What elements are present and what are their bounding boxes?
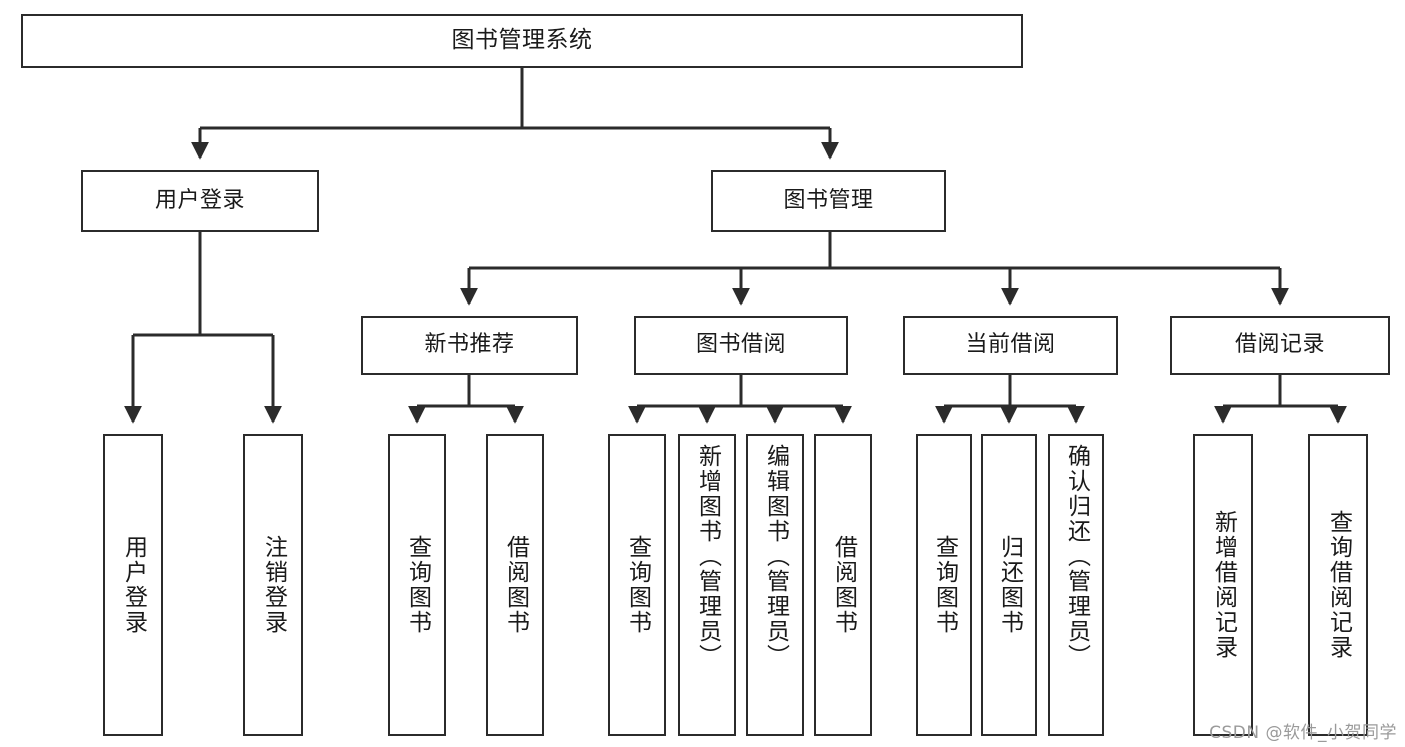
node-leaf-return-book[interactable]: 归还图书 bbox=[981, 434, 1037, 736]
node-current-borrow[interactable]: 当前借阅 bbox=[903, 316, 1118, 375]
node-book-manage-label: 图书管理 bbox=[783, 187, 874, 213]
node-root[interactable]: 图书管理系统 bbox=[21, 14, 1023, 68]
node-leaf-query-record[interactable]: 查询借阅记录 bbox=[1308, 434, 1368, 736]
node-leaf-borrow-book-label: 借阅图书 bbox=[830, 535, 857, 635]
node-borrow-record-label: 借阅记录 bbox=[1234, 332, 1325, 358]
node-leaf-confirm-return[interactable]: 确认归还（管理员） bbox=[1048, 434, 1104, 736]
node-user-login[interactable]: 用户登录 bbox=[81, 170, 319, 232]
node-leaf-add-record-label: 新增借阅记录 bbox=[1210, 510, 1237, 660]
node-leaf-query-book-cur[interactable]: 查询图书 bbox=[916, 434, 972, 736]
node-leaf-user-login-label: 用户登录 bbox=[120, 535, 147, 635]
node-leaf-query-book-rec[interactable]: 查询图书 bbox=[388, 434, 446, 736]
node-user-login-label: 用户登录 bbox=[154, 187, 245, 213]
node-leaf-user-login[interactable]: 用户登录 bbox=[103, 434, 163, 736]
node-new-book-rec[interactable]: 新书推荐 bbox=[361, 316, 578, 375]
node-leaf-add-book-label: 新增图书（管理员） bbox=[694, 444, 721, 669]
node-leaf-query-book-label: 查询图书 bbox=[624, 535, 651, 635]
node-borrow-record[interactable]: 借阅记录 bbox=[1170, 316, 1390, 375]
node-leaf-edit-book[interactable]: 编辑图书（管理员） bbox=[746, 434, 804, 736]
node-leaf-confirm-return-label: 确认归还（管理员） bbox=[1063, 444, 1090, 669]
node-current-borrow-label: 当前借阅 bbox=[965, 332, 1056, 358]
node-leaf-borrow-book-rec-label: 借阅图书 bbox=[502, 535, 529, 635]
node-leaf-add-record[interactable]: 新增借阅记录 bbox=[1193, 434, 1253, 736]
node-leaf-query-book[interactable]: 查询图书 bbox=[608, 434, 666, 736]
node-leaf-query-record-label: 查询借阅记录 bbox=[1325, 510, 1352, 660]
node-book-manage[interactable]: 图书管理 bbox=[711, 170, 946, 232]
node-leaf-user-logout-label: 注销登录 bbox=[260, 535, 287, 635]
node-leaf-return-book-label: 归还图书 bbox=[996, 535, 1023, 635]
node-leaf-add-book[interactable]: 新增图书（管理员） bbox=[678, 434, 736, 736]
node-leaf-borrow-book[interactable]: 借阅图书 bbox=[814, 434, 872, 736]
node-root-label: 图书管理系统 bbox=[451, 27, 593, 54]
node-leaf-borrow-book-rec[interactable]: 借阅图书 bbox=[486, 434, 544, 736]
node-book-borrow-label: 图书借阅 bbox=[695, 332, 786, 358]
node-book-borrow[interactable]: 图书借阅 bbox=[634, 316, 848, 375]
node-leaf-user-logout[interactable]: 注销登录 bbox=[243, 434, 303, 736]
node-new-book-rec-label: 新书推荐 bbox=[424, 332, 515, 358]
node-leaf-query-book-cur-label: 查询图书 bbox=[931, 535, 958, 635]
node-leaf-edit-book-label: 编辑图书（管理员） bbox=[762, 444, 789, 669]
csdn-watermark: CSDN @软件_小贺同学 bbox=[1209, 723, 1397, 743]
node-leaf-query-book-rec-label: 查询图书 bbox=[404, 535, 431, 635]
